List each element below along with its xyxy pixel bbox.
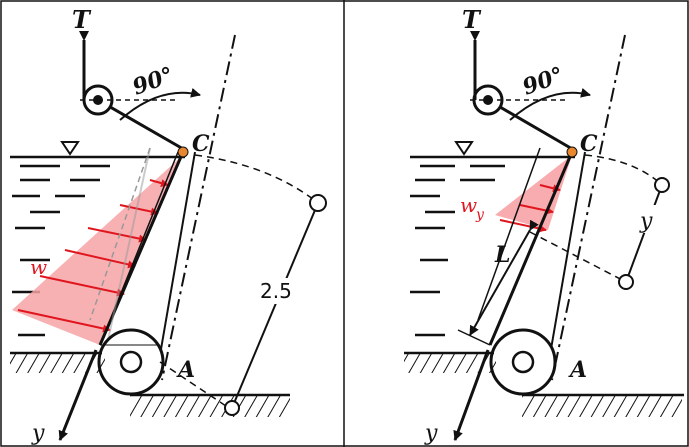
right-tension-label: T [462, 5, 482, 34]
right-depth-line [625, 184, 663, 283]
left-y-axis-arrow [58, 349, 98, 441]
right-panel: w y L T 90° y C [404, 5, 684, 446]
left-y-axis-label: y [31, 421, 45, 446]
right-bottom-label: A [568, 357, 587, 383]
left-hinge-dot [177, 146, 189, 158]
left-load-arrows [17, 179, 169, 333]
right-angle-arc [509, 87, 591, 121]
free-surface-icon [454, 141, 474, 156]
right-y-axis-arrow [453, 349, 490, 441]
right-depth-label: y [639, 209, 653, 234]
right-load-sub-label: y [475, 207, 485, 223]
right-gate-axis [551, 34, 626, 381]
right-load-label: w [460, 193, 477, 217]
right-water [410, 155, 575, 337]
left-hinge-label: C [192, 131, 210, 157]
right-ground-left [404, 353, 496, 373]
left-dimension-line [231, 202, 319, 409]
right-hinge-label: C [580, 131, 598, 157]
left-ground-left [10, 353, 105, 373]
right-arm [487, 98, 575, 152]
left-angle-arc [119, 87, 201, 121]
left-gate-axis [161, 34, 236, 381]
left-swing-arc [194, 154, 319, 204]
right-hinge-dot [566, 146, 578, 158]
free-surface-icon [60, 141, 80, 156]
left-dimension-label: 2.5 [260, 279, 292, 303]
left-gate-centerline [89, 147, 151, 321]
left-panel: w T 90° 2.5 [10, 5, 327, 446]
left-water [10, 155, 185, 337]
right-length-label: L [494, 242, 510, 268]
left-ground-right [130, 395, 290, 417]
left-load-label: w [30, 255, 47, 279]
left-tension-label: T [72, 5, 92, 34]
left-bottom-label: A [176, 357, 195, 383]
right-y-axis-label: y [424, 421, 438, 446]
left-arm [97, 98, 186, 152]
right-ground-right [522, 395, 682, 417]
left-pressure-load [12, 155, 183, 345]
right-length-dimension [469, 219, 539, 336]
